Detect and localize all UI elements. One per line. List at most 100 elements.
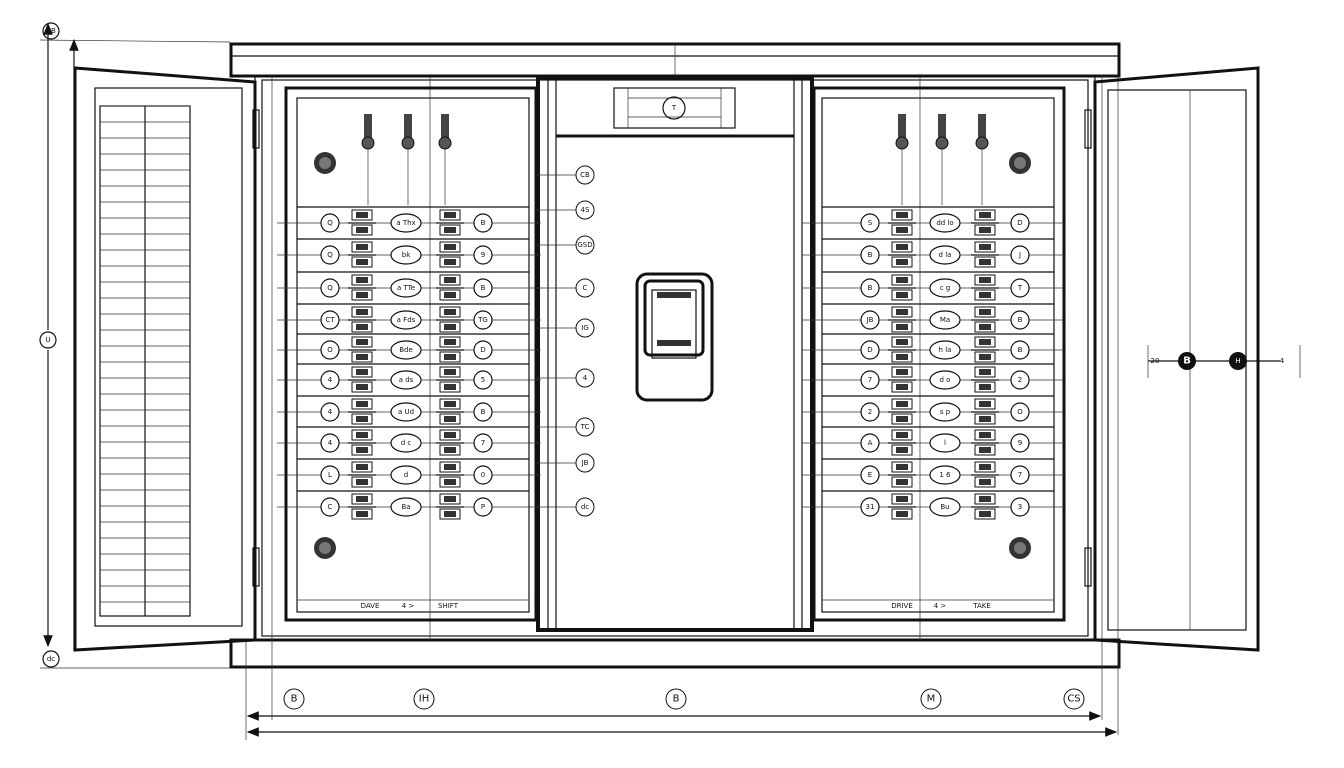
center-callout-label: CB [580, 171, 590, 179]
height-label: U [45, 336, 50, 344]
row-label-right: B [481, 284, 486, 292]
row-label-left: JB [866, 316, 874, 324]
row-label-left: D [867, 346, 872, 354]
center-callout [575, 200, 595, 220]
row-label-right: 7 [481, 439, 485, 447]
row-label-mid: h la [939, 346, 952, 354]
row-label-mid: dd lo [936, 219, 953, 227]
center-callout-label: C [583, 284, 588, 292]
center-callout-label: 4S [581, 206, 590, 214]
center-callout-label: JB [581, 459, 589, 467]
header-plate [613, 87, 736, 129]
row-label-right: D [1017, 219, 1022, 227]
row-label-right: B [1018, 316, 1023, 324]
row-label-left: 4 [328, 408, 333, 416]
row-label-mid: a Fds [397, 316, 416, 324]
center-callout [575, 453, 595, 473]
row-label-right: 7 [1018, 471, 1022, 479]
row-label-mid: Bu [940, 503, 949, 511]
center-callout [575, 318, 595, 338]
width-callout [1063, 688, 1085, 710]
fuse [401, 114, 415, 205]
left-footer-label: DAVE [361, 602, 380, 610]
row-label-left: L [328, 471, 332, 479]
marker-h: H [1235, 357, 1240, 365]
row-label-right: 9 [1018, 439, 1022, 447]
row-label-mid: a Thx [396, 219, 415, 227]
right-footer-arrow: 4 > [934, 602, 947, 610]
terminal-row: 4 d c 7 [277, 426, 541, 456]
width-callout [413, 688, 435, 710]
row-label-right: 5 [481, 376, 485, 384]
center-callout-label: IG [581, 324, 589, 332]
terminal-row: 31 Bu 3 [802, 490, 1066, 520]
row-label-mid: d [404, 471, 408, 479]
row-label-left: Q [327, 219, 333, 227]
terminal-row: JB Ma B [802, 303, 1066, 333]
row-label-right: 2 [1018, 376, 1022, 384]
row-label-left: B [868, 284, 873, 292]
center-callout [575, 417, 595, 437]
row-label-left: E [868, 471, 872, 479]
row-label-mid: Ba [401, 503, 410, 511]
width-callout-label: B [673, 694, 680, 705]
row-label-left: 31 [866, 503, 875, 511]
row-label-left: Q [327, 284, 333, 292]
row-label-left: 4 [328, 376, 333, 384]
terminal-row: E 1 6 7 [802, 458, 1066, 488]
width-callout-label: M [927, 694, 936, 705]
fuse [895, 114, 909, 205]
header-plate-label: T [671, 104, 677, 112]
row-label-right: 0 [481, 471, 485, 479]
left-footer-label: SHIFT [438, 602, 459, 610]
fuse [361, 114, 375, 205]
width-callout-label: CS [1067, 694, 1080, 705]
row-label-mid: Ma [940, 316, 950, 324]
door-lock-handle[interactable] [635, 272, 714, 402]
row-label-mid: s p [940, 408, 951, 416]
row-label-right: 3 [1018, 503, 1022, 511]
height-dimension: CB dc U [39, 22, 360, 669]
terminal-row: 4 a ds 5 [277, 363, 541, 393]
center-callout-label: GSD [577, 241, 592, 249]
right-footer-label: TAKE [972, 602, 991, 610]
marker-side-label: 4 [1280, 357, 1285, 365]
row-label-mid: d la [939, 251, 952, 259]
row-label-mid: d c [401, 439, 412, 447]
row-label-mid: bk [402, 251, 411, 259]
row-label-right: T [1017, 284, 1023, 292]
row-label-right: J [1018, 251, 1021, 259]
row-label-mid: a TTe [397, 284, 415, 292]
row-label-left: 4 [328, 439, 333, 447]
row-label-right: P [481, 503, 485, 511]
center-callout-label: 4 [583, 374, 588, 382]
row-label-mid: a ds [399, 376, 414, 384]
row-label-right: D [480, 346, 485, 354]
row-label-left: B [868, 251, 873, 259]
row-label-mid: Bde [399, 346, 413, 354]
left-door[interactable] [73, 66, 260, 652]
row-label-right: TG [477, 316, 488, 324]
row-label-right: B [481, 408, 486, 416]
center-callout [575, 235, 595, 255]
row-label-left: CT [325, 316, 335, 324]
row-label-left: S [868, 219, 873, 227]
left-footer-arrow: 4 > [402, 602, 415, 610]
row-label-right: B [481, 219, 486, 227]
row-label-left: Q [327, 251, 333, 259]
right-side-markers: 20 4 B H [1147, 345, 1301, 378]
row-label-mid: 1 6 [939, 471, 951, 479]
row-label-left: 7 [868, 376, 872, 384]
